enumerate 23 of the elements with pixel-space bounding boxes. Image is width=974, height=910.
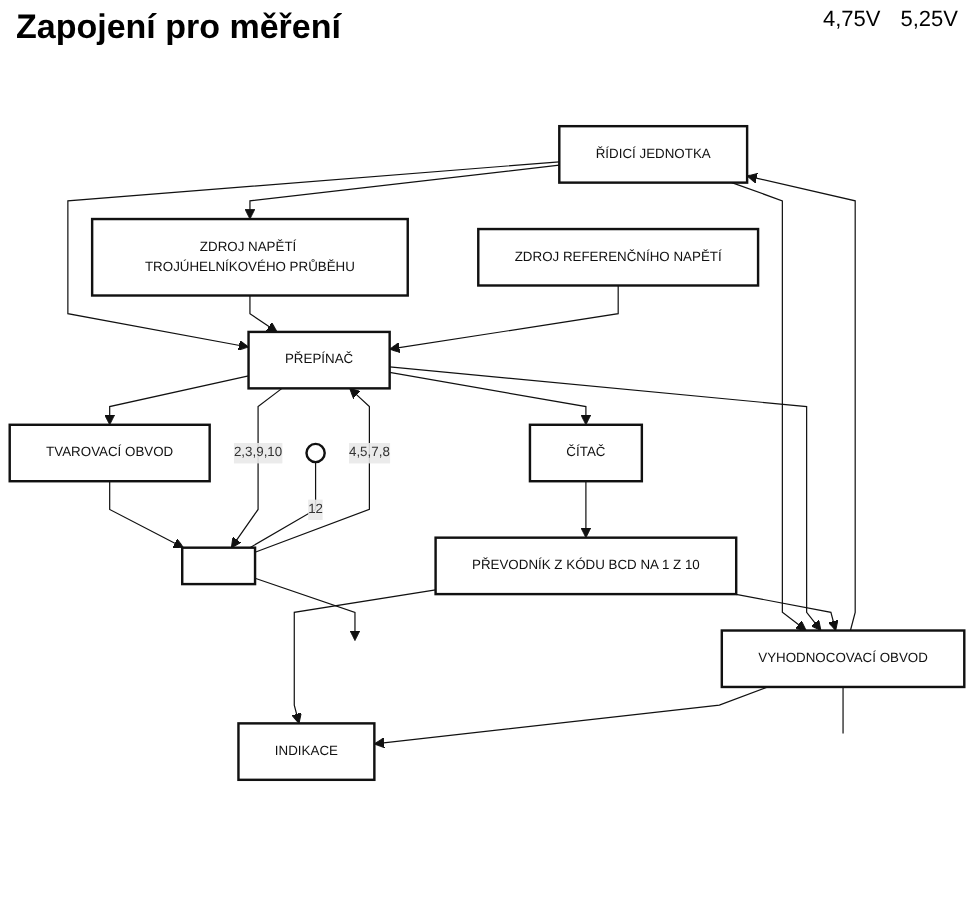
arrow	[244, 164, 560, 220]
arrow	[373, 686, 769, 749]
arrow	[67, 161, 560, 351]
node-box	[181, 546, 257, 586]
arrow	[291, 589, 437, 724]
arrow	[254, 387, 370, 553]
arrow	[389, 284, 619, 353]
arrow	[389, 366, 822, 631]
arrow	[254, 577, 361, 641]
arrow	[734, 593, 839, 631]
arrow	[230, 387, 283, 549]
arrow	[746, 172, 856, 632]
arrow	[104, 375, 250, 426]
voltage-label: 5,25V	[900, 8, 958, 32]
arrow	[580, 480, 592, 539]
arrow	[109, 480, 184, 549]
voltage-label: 4,75V	[823, 8, 881, 32]
arrow	[249, 294, 278, 333]
node-switch	[305, 442, 326, 464]
arrow	[731, 182, 807, 631]
diagram-title: Zapojení pro měření	[16, 8, 341, 48]
arrow	[389, 371, 592, 426]
connector	[842, 686, 844, 734]
